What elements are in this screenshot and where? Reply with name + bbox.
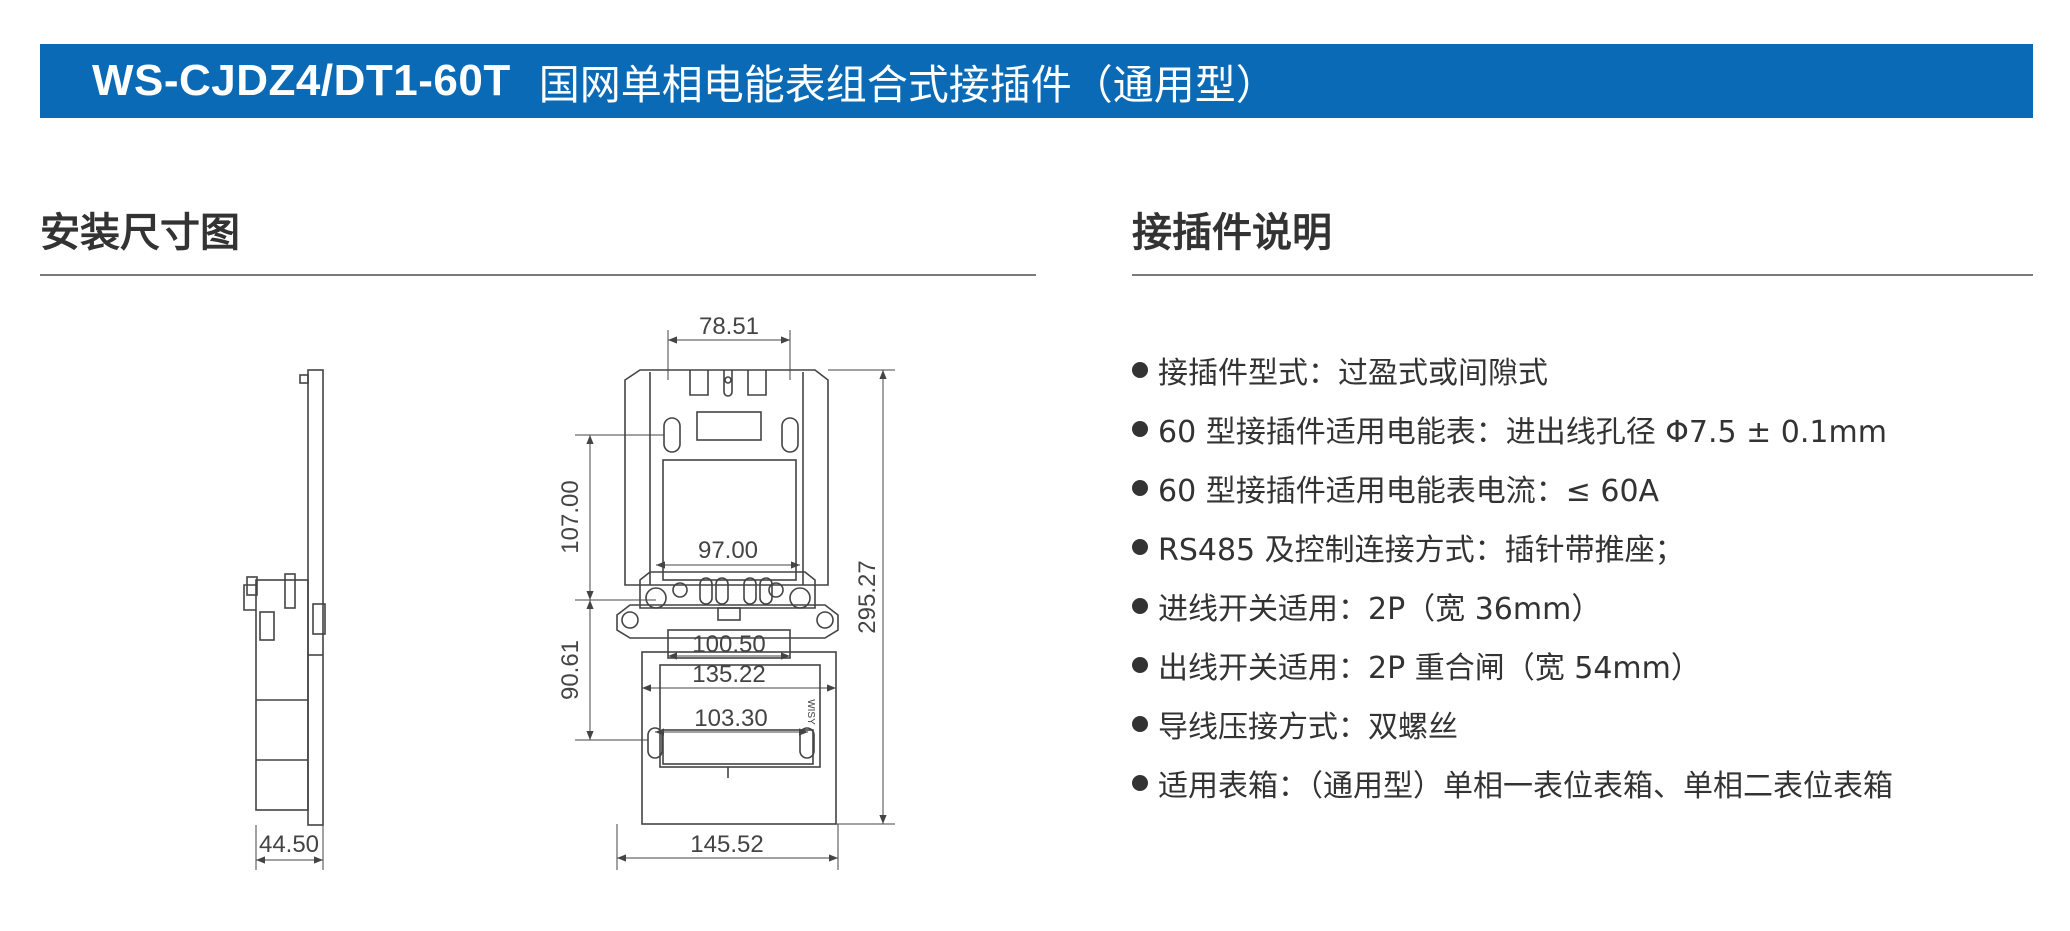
lower-height-label: 90.61: [557, 640, 584, 700]
bullet-icon: [1132, 656, 1148, 673]
bullet-icon: [1132, 479, 1148, 496]
top-width-label: 78.51: [699, 313, 759, 340]
middle-width-label: 97.00: [698, 537, 758, 564]
list-item: 60 型接插件适用电能表电流：≤ 60A: [1132, 458, 1893, 517]
dimension-section-divider: [40, 274, 1036, 276]
list-item: RS485 及控制连接方式：插针带推座；: [1132, 517, 1893, 576]
outer-width-label: 145.52: [690, 831, 763, 858]
side-width-label: 44.50: [259, 831, 319, 858]
description-section-divider: [1132, 274, 2033, 276]
product-title: 国网单相电能表组合式接插件（通用型）: [538, 61, 1277, 109]
bullet-icon: [1132, 538, 1148, 555]
list-item: 60 型接插件适用电能表：进出线孔径 Φ7.5 ± 0.1mm: [1132, 399, 1893, 458]
dimension-section-title: 安装尺寸图: [40, 210, 240, 256]
bullet-icon: [1132, 597, 1148, 614]
wisy-mark-label: WISY: [805, 699, 816, 725]
list-item: 进线开关适用：2P（宽 36mm）: [1132, 576, 1893, 635]
list-item: 导线压接方式：双螺丝: [1132, 694, 1893, 753]
bullet-icon: [1132, 774, 1148, 791]
bullet-icon: [1132, 361, 1148, 378]
description-section-title: 接插件说明: [1132, 210, 1332, 256]
bullet-icon: [1132, 715, 1148, 732]
front-view-dimensions: [575, 330, 895, 870]
box-width-label: 135.22: [692, 661, 765, 688]
inner-width-label: 103.30: [694, 705, 767, 732]
list-item: 出线开关适用：2P 重合闸（宽 54mm）: [1132, 635, 1893, 694]
upper-height-label: 107.00: [557, 480, 584, 553]
header-banner: WS-CJDZ4/DT1-60T 国网单相电能表组合式接插件（通用型）: [40, 44, 2033, 118]
model-number: WS-CJDZ4/DT1-60T: [92, 56, 511, 105]
feature-list: 接插件型式：过盈式或间隙式 60 型接插件适用电能表：进出线孔径 Φ7.5 ± …: [1132, 340, 1893, 812]
list-item: 接插件型式：过盈式或间隙式: [1132, 340, 1893, 399]
front-view: [616, 369, 839, 825]
bullet-icon: [1132, 420, 1148, 437]
list-item: 适用表箱：（通用型）单相一表位表箱、单相二表位表箱: [1132, 753, 1893, 812]
rail-width-label: 100.50: [692, 631, 765, 658]
total-height-label: 295.27: [854, 560, 881, 633]
side-view: [243, 369, 326, 870]
